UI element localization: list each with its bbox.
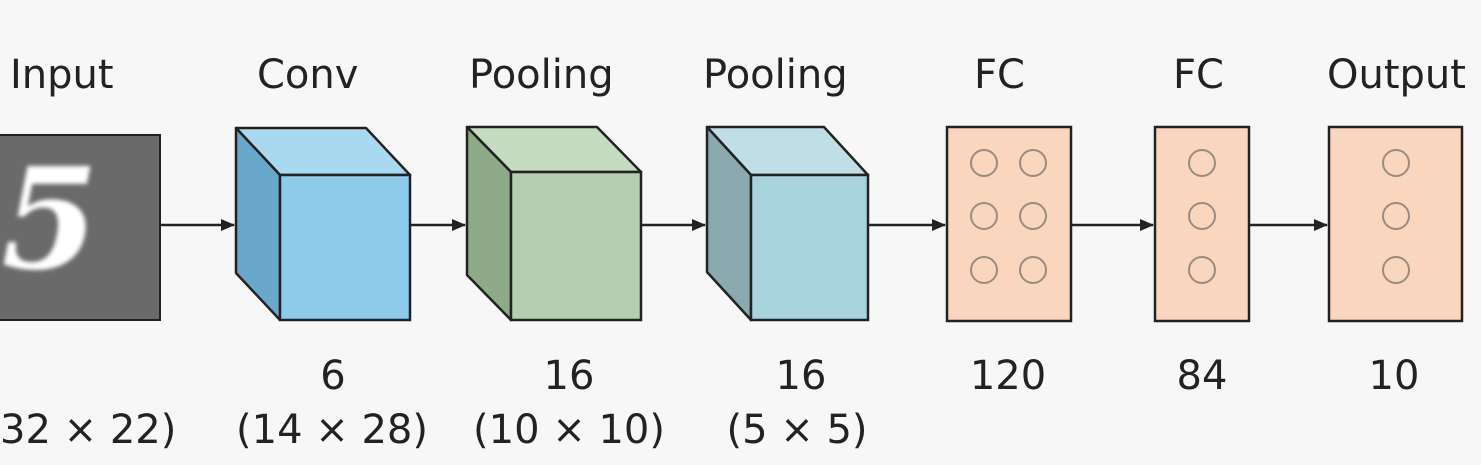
layer-count-conv: 6 [320, 353, 345, 399]
neuron-circle-icon [1382, 149, 1410, 177]
input-image: 5 [0, 134, 161, 321]
neuron-circle-icon [1188, 202, 1216, 230]
layer-title-fc2: FC [1173, 52, 1224, 98]
neuron-circle-icon [1188, 256, 1216, 284]
neuron-circle-icon [970, 256, 998, 284]
pool2-cube [705, 125, 870, 322]
layer-title-fc1: FC [974, 52, 1025, 98]
layer-dims-input: 32 × 22) [0, 407, 176, 453]
layer-title-pool1: Pooling [469, 52, 614, 98]
layer-count-fc2: 84 [1177, 353, 1228, 399]
handwritten-digit: 5 [1, 138, 98, 302]
pool1-cube [465, 125, 643, 322]
output-layer [1327, 125, 1464, 323]
layer-count-pool1: 16 [544, 353, 595, 399]
neuron-circle-icon [970, 149, 998, 177]
neuron-circle-icon [970, 202, 998, 230]
conv-cube [234, 126, 412, 322]
neuron-circle-icon [1019, 149, 1047, 177]
layer-dims-pool1: (10 × 10) [473, 407, 665, 453]
layer-dims-pool2: (5 × 5) [726, 407, 867, 453]
layer-count-fc1: 120 [970, 353, 1046, 399]
fc2-layer [1153, 125, 1251, 323]
layer-count-pool2: 16 [776, 353, 827, 399]
neuron-circle-icon [1382, 202, 1410, 230]
layer-count-output: 10 [1369, 353, 1420, 399]
layer-title-conv: Conv [257, 52, 358, 98]
neuron-circle-icon [1382, 256, 1410, 284]
layer-title-input: Input [10, 52, 114, 98]
layer-dims-conv: (14 × 28) [236, 407, 428, 453]
neuron-circle-icon [1019, 256, 1047, 284]
fc1-layer [945, 125, 1073, 323]
neuron-circle-icon [1188, 149, 1216, 177]
neuron-circle-icon [1019, 202, 1047, 230]
layer-title-pool2: Pooling [703, 52, 848, 98]
layer-title-output: Output [1327, 52, 1466, 98]
